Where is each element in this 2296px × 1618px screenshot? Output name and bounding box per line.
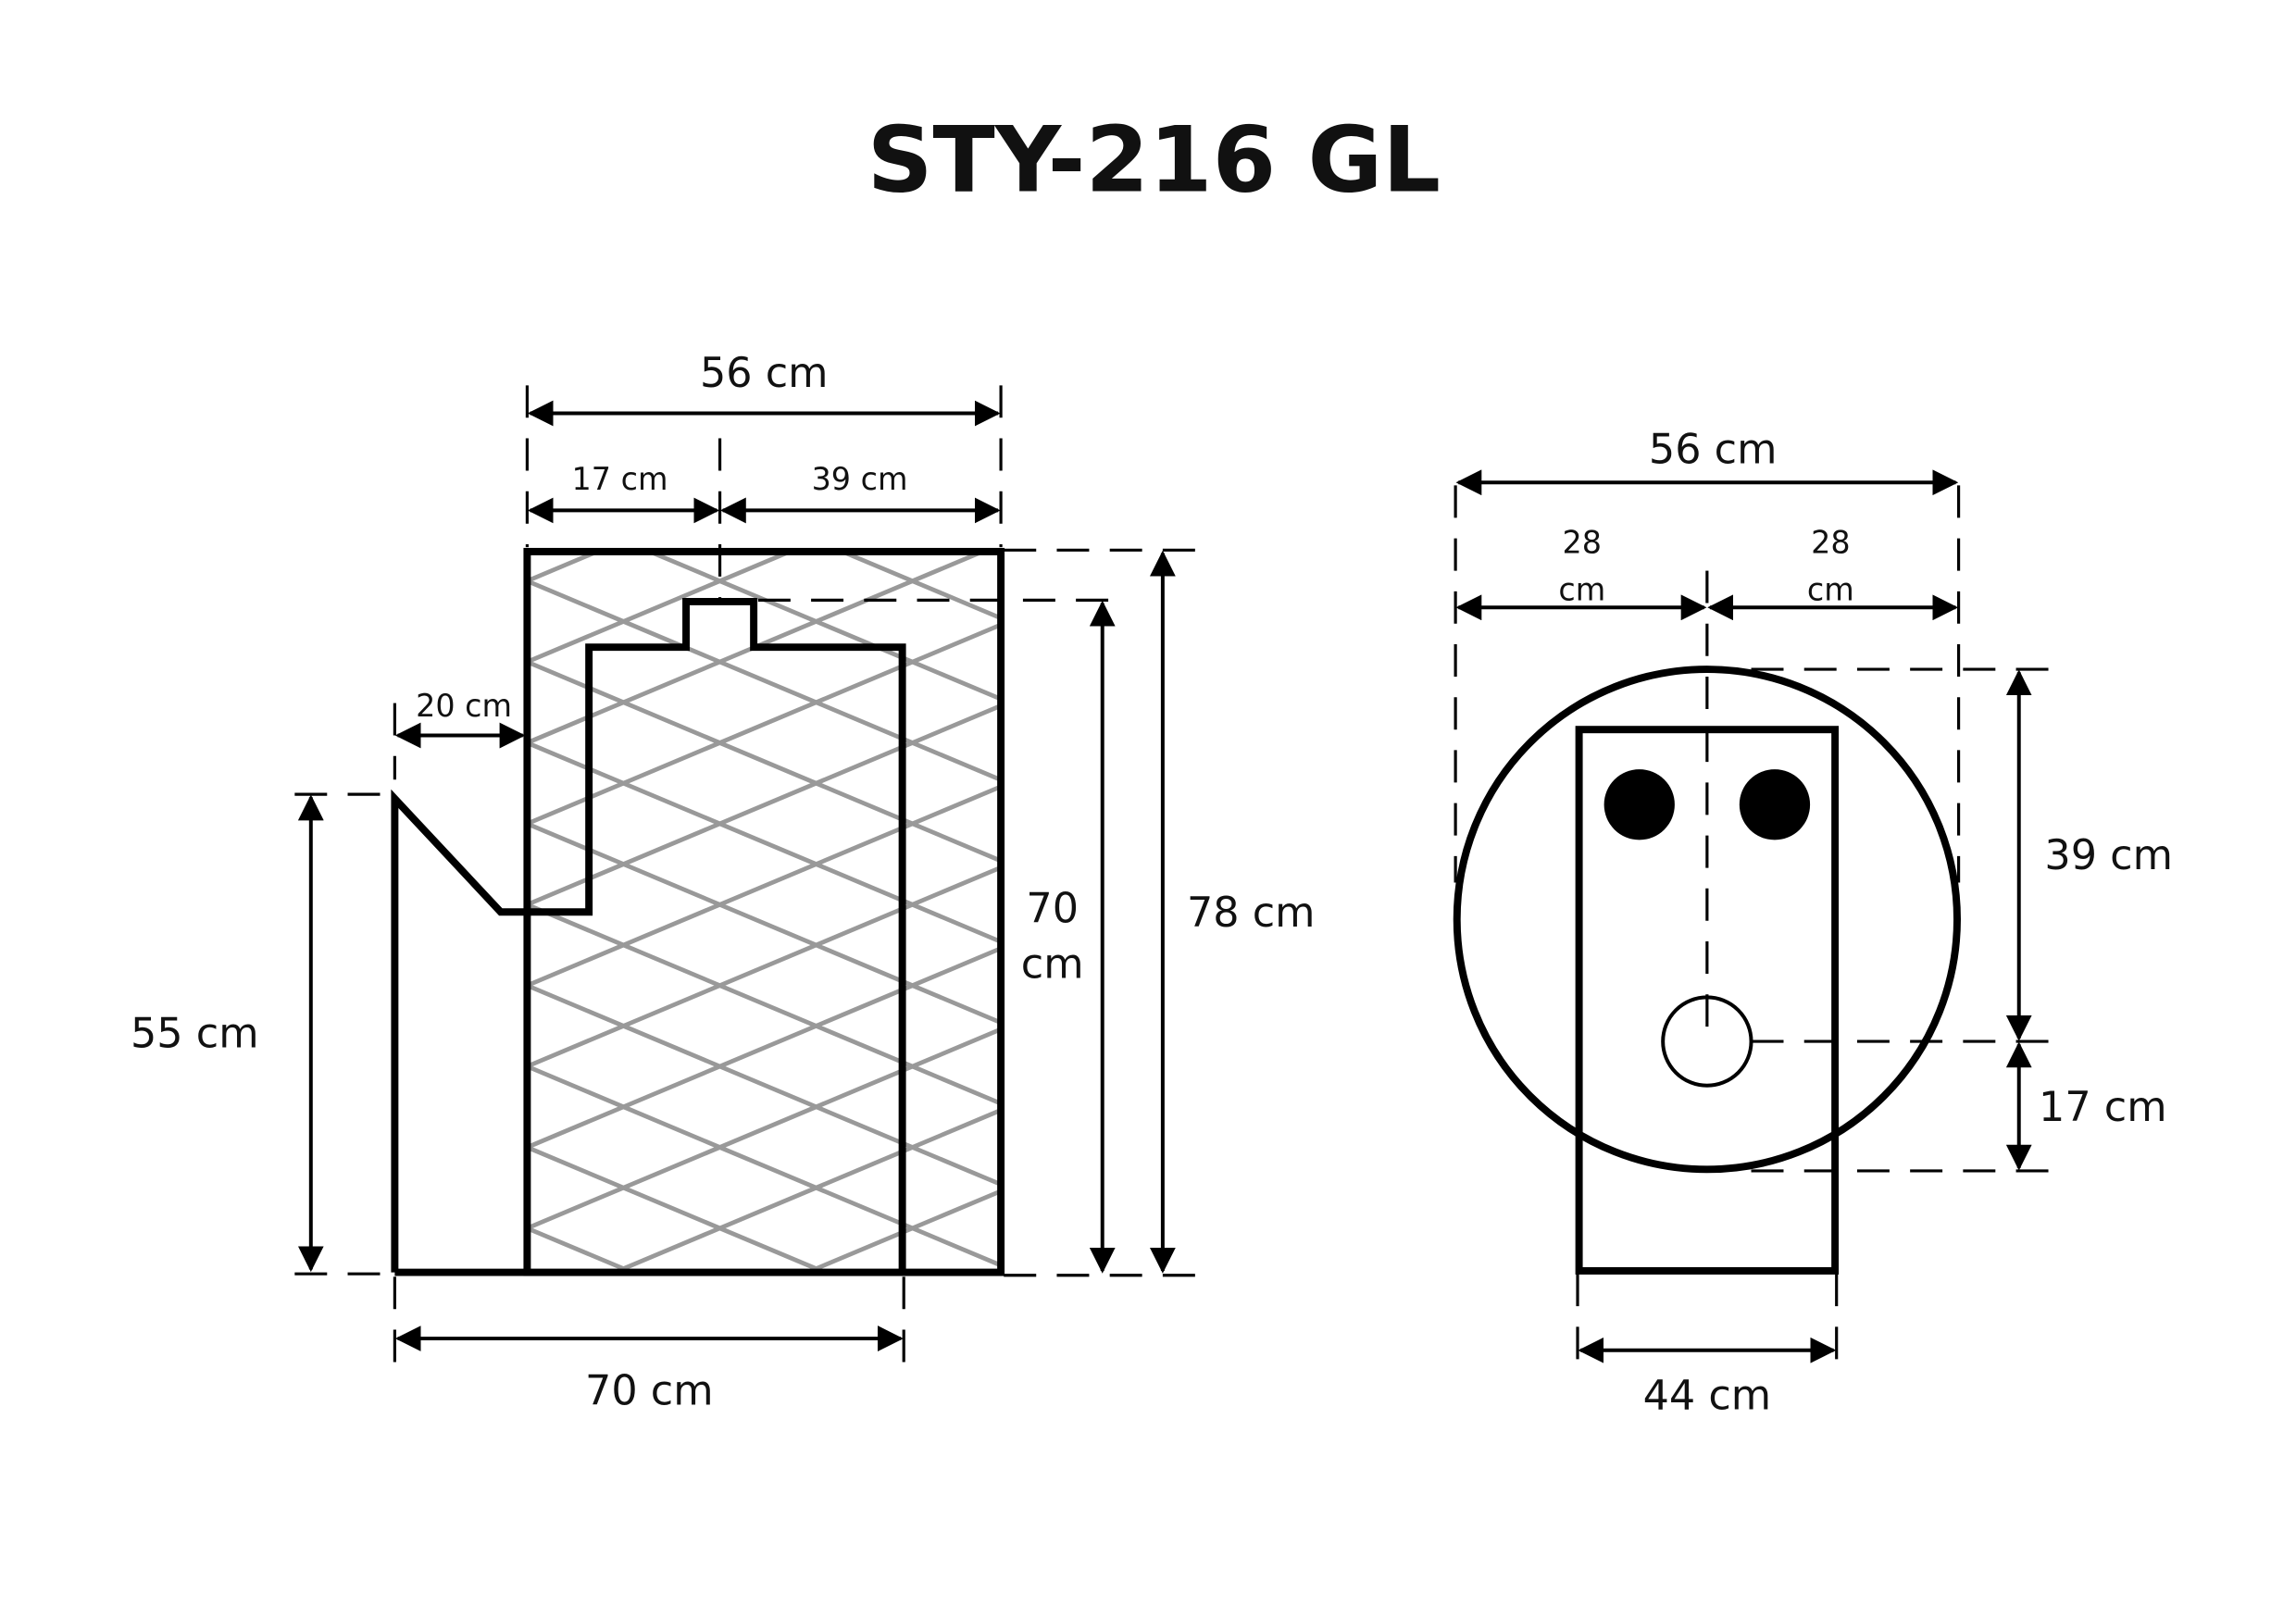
hatch-line: [526, 741, 1003, 944]
knob-right: [1739, 769, 1811, 840]
dim-label-base-depth: 70 cm: [585, 1368, 714, 1415]
side-view: 56 cm 17 cm 39 cm 20 cm 55 cm 70 cm 78 c…: [131, 350, 1316, 1415]
dim-label-left-half-2: cm: [1558, 571, 1605, 607]
hatch-line: [526, 946, 1003, 1150]
hatch-line: [526, 821, 1003, 1025]
hatch-line: [526, 1145, 826, 1275]
hatch-line: [526, 1064, 1003, 1268]
front-view: 56 cm 28 cm 28 cm 39 cm 17 cm 44 cm: [1453, 427, 2173, 1419]
hatch-line: [526, 983, 1003, 1187]
hatch-line: [526, 703, 1003, 907]
page-title: STY-216 GL: [867, 108, 1441, 214]
hatch-line: [526, 622, 1003, 827]
hatch-line: [526, 549, 598, 583]
hatch-line: [526, 865, 1003, 1069]
stove-round-body: [1453, 666, 1961, 1174]
dim-label-lower-height: 17 cm: [2039, 1084, 2167, 1131]
hatch-line: [526, 1226, 633, 1275]
dim-label-step-width: 20 cm: [416, 688, 512, 724]
dim-label-right-segment: 39 cm: [812, 461, 908, 497]
hatch-line: [526, 549, 792, 665]
dim-label-right-half-2: cm: [1807, 571, 1854, 607]
dim-label-right-half-1: 28: [1811, 524, 1850, 560]
hatch-line: [842, 549, 1003, 620]
dim-label-step-height: 55 cm: [131, 1010, 259, 1057]
dim-label-left-half-1: 28: [1563, 524, 1602, 560]
knob-left: [1603, 769, 1675, 840]
insulation-hatch: [526, 549, 1003, 1275]
dim-label-total-height: 78 cm: [1187, 890, 1316, 937]
dim-label-upper-height: 39 cm: [2044, 832, 2173, 879]
hatch-line: [614, 1108, 1003, 1275]
hatch-line: [526, 1027, 1003, 1231]
hatch-line: [648, 549, 1003, 702]
dim-label-inner-height-2: cm: [1021, 941, 1084, 989]
hatch-line: [526, 659, 1003, 864]
dim-label-left-segment: 17 cm: [572, 461, 668, 497]
hatch-line: [526, 902, 1003, 1106]
dim-label-top-width: 56 cm: [700, 350, 829, 397]
hatch-line: [526, 784, 1003, 988]
hatch-line: [526, 579, 1003, 782]
dim-label-base-width: 44 cm: [1643, 1372, 1772, 1419]
dim-label-front-top-width: 56 cm: [1649, 427, 1778, 474]
dim-label-inner-height-1: 70: [1026, 885, 1079, 932]
heater-inner-outline: [391, 597, 906, 1273]
